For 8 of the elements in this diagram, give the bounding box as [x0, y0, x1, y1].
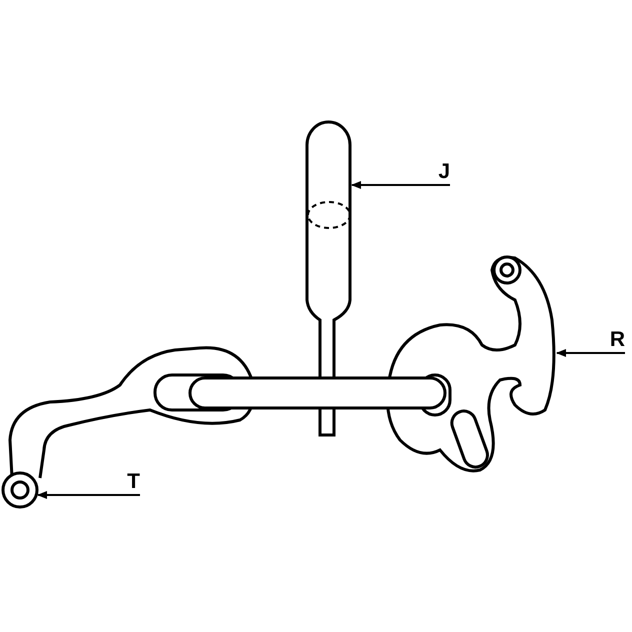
part-label: R — [590, 328, 625, 352]
handle-drawing — [306, 120, 352, 436]
part-label: J — [412, 160, 450, 184]
leader-arrow — [351, 181, 450, 189]
leader-arrow — [37, 491, 140, 499]
leader-arrow — [556, 349, 625, 357]
hook-drawing — [386, 256, 556, 472]
part-label: T — [95, 470, 140, 494]
